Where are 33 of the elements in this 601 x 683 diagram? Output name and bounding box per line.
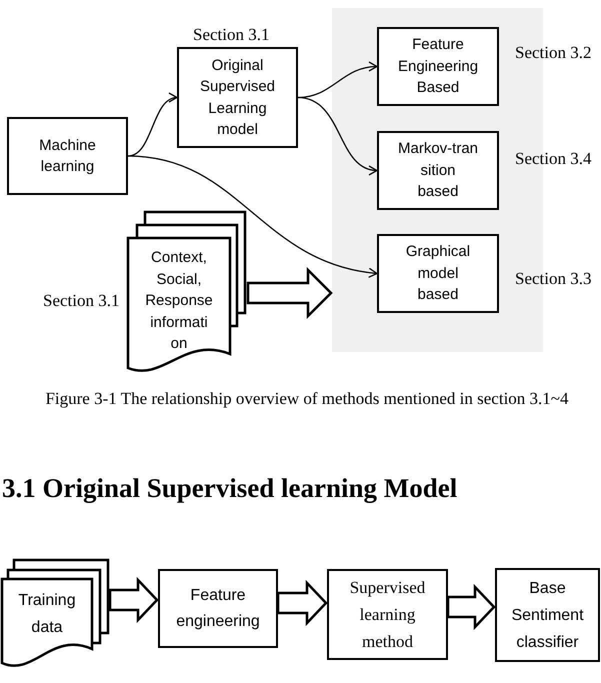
section-reference: Section 3.1	[193, 25, 270, 45]
process-box	[377, 27, 499, 106]
curved-arrow	[298, 62, 378, 98]
curved-arrow	[128, 155, 378, 278]
document-label: Training data	[18, 590, 76, 638]
process-box	[327, 569, 448, 660]
block-arrow	[108, 576, 159, 624]
process-box	[158, 569, 278, 648]
process-box	[177, 47, 298, 148]
process-label: Graphical model based	[406, 242, 470, 306]
block-arrow	[446, 584, 496, 630]
section-reference: Section 3.4	[515, 149, 592, 169]
figure-caption: Figure 3-1 The relationship overview of methods mentioned in section 3.1~4	[45, 389, 569, 409]
process-label: Feature Engineering Based	[398, 35, 478, 98]
curved-arrow	[298, 96, 378, 174]
block-arrow	[246, 266, 333, 320]
block-arrow	[276, 580, 328, 626]
process-label: Base Sentiment classifier	[511, 578, 584, 652]
process-box	[7, 117, 128, 195]
process-label: Machine learning	[39, 136, 96, 177]
section-heading: 3.1 Original Supervised learning Model	[2, 472, 458, 504]
process-label: Supervised learning method	[350, 577, 426, 653]
process-box	[377, 131, 499, 210]
document-label: Context, Social, Response informati on	[145, 248, 213, 354]
section-reference: Section 3.1	[43, 291, 120, 311]
process-box	[377, 234, 499, 313]
process-label: Markov-tran sition based	[398, 139, 478, 202]
process-label: Original Supervised Learning model	[200, 56, 276, 140]
process-box	[495, 568, 600, 662]
section-reference: Section 3.3	[515, 269, 592, 289]
section-reference: Section 3.2	[515, 43, 592, 63]
process-label: Feature engineering	[176, 586, 260, 632]
curved-arrow	[128, 94, 178, 157]
